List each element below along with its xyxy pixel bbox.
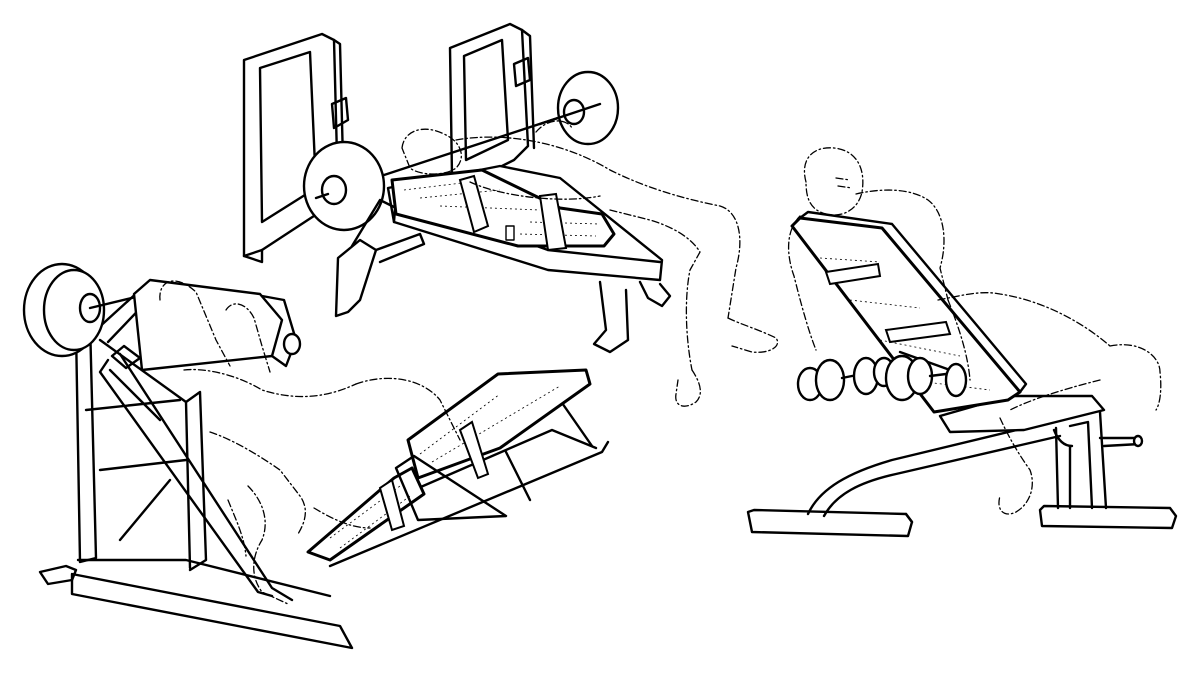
incline-user-figure-outline	[787, 147, 1162, 515]
incline-bench-station	[746, 147, 1178, 538]
leg-press-station	[22, 262, 610, 650]
leg-press-weight-plates	[22, 262, 142, 358]
cushion-strap	[824, 262, 882, 286]
leg-press-user-figure-outline	[159, 280, 461, 605]
leg-press-sled	[306, 368, 610, 568]
cushion-strap	[458, 174, 490, 234]
incline-bench-backrest	[790, 210, 1106, 434]
bench-press-station	[242, 22, 779, 407]
incline-bench-base	[746, 402, 1178, 538]
cushion-strap	[458, 420, 490, 480]
bench-user-figure-outline	[401, 120, 779, 407]
bench-rack-upright-right	[448, 22, 536, 184]
dumbbells	[796, 354, 968, 402]
leg-press-foot-platform	[110, 278, 302, 372]
barbell	[302, 70, 620, 232]
bench-seat-cushion	[390, 168, 616, 252]
